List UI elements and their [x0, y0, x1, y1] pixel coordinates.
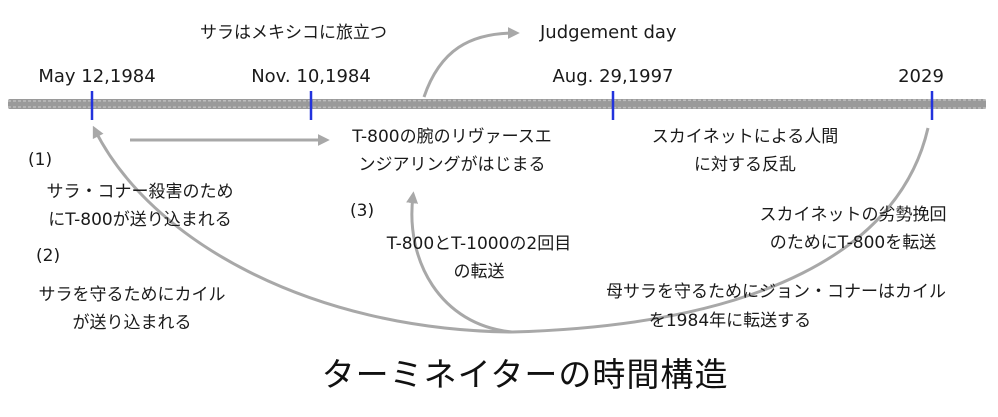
event-reverse-engineering-line-1: T-800の腕のリヴァースエ: [352, 127, 552, 147]
arrow-to-may-1984: [92, 125, 513, 334]
note-john-kyle-line-2: を1984年に転送する: [648, 311, 812, 331]
event-sarah-mexico: サラはメキシコに旅立つ: [200, 23, 387, 43]
event-judgement-day: Judgement day: [540, 22, 677, 43]
timeline-bar-texture: [7, 99, 987, 109]
note-number-1: (1): [28, 150, 53, 170]
arrow-to-1995: [406, 191, 513, 334]
note-skynet-t800-line-1: スカイネットの劣勢挽回: [759, 205, 947, 225]
date-label-2029: 2029: [898, 66, 944, 87]
note-t800-sent-line-2: にT-800が送り込まれる: [48, 210, 232, 230]
note-second-transfer-line-1: T-800とT-1000の2回目: [386, 234, 572, 254]
note-t800-sent-line-1: サラ・コナー殺害のため: [46, 182, 234, 202]
event-skynet-revolt-line-1: スカイネットによる人間: [651, 127, 839, 147]
note-number-3: (3): [350, 201, 375, 221]
note-second-transfer-line-2: の転送: [453, 262, 505, 282]
date-label-nov-1984: Nov. 10,1984: [251, 66, 371, 87]
arrow-from-2029: [511, 127, 930, 334]
date-label-aug-1997: Aug. 29,1997: [552, 66, 674, 87]
date-label-may-1984: May 12,1984: [38, 66, 156, 87]
note-kyle-sent-line-2: が送り込まれる: [72, 313, 192, 333]
event-skynet-revolt-line-2: に対する反乱: [694, 155, 796, 175]
note-kyle-sent-line-1: サラを守るためにカイル: [38, 285, 226, 305]
note-number-2: (2): [36, 246, 61, 266]
note-john-kyle-line-1: 母サラを守るためにジョン・コナーはカイル: [606, 282, 946, 302]
event-reverse-engineering-line-2: ンジアリングがはじまる: [358, 155, 546, 175]
note-skynet-t800-line-2: のためにT-800を転送: [769, 233, 937, 253]
arrow-to-judgement-day: [422, 27, 520, 98]
diagram-title: ターミネイターの時間構造: [321, 355, 729, 394]
timeline-bar: [8, 99, 986, 109]
